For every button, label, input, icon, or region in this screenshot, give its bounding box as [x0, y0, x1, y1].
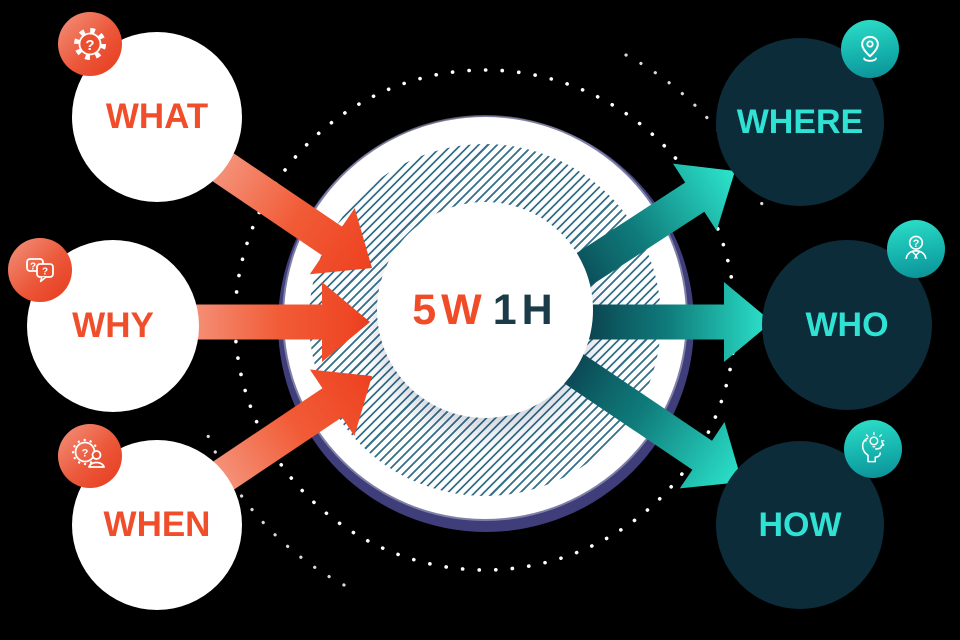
badge-why: ? ? — [8, 238, 72, 302]
head-lightbulb-icon — [861, 431, 885, 463]
svg-text:?: ? — [42, 267, 48, 278]
svg-text:?: ? — [30, 262, 36, 273]
node-when-label: WHEN — [103, 505, 211, 544]
svg-text:?: ? — [85, 37, 94, 54]
node-who-label: WHO — [805, 305, 889, 344]
clock-person-icon: ? — [71, 438, 105, 468]
speech-bubbles-question-icon: ? ? — [26, 258, 54, 283]
svg-text:?: ? — [82, 448, 89, 460]
node-why-label: WHY — [72, 306, 154, 345]
person-question-icon: ? — [905, 235, 927, 260]
hub-label-1h: 1H — [492, 285, 558, 334]
arrow-center-to-where — [545, 163, 735, 303]
node-where: WHERE — [716, 38, 884, 206]
node-where-label: WHERE — [736, 102, 864, 141]
badge-when: ? — [58, 424, 122, 488]
gear-question-icon: ? — [74, 28, 106, 60]
arrow-when-to-center — [195, 369, 372, 503]
badge-how — [844, 420, 902, 478]
arrow-what-to-center — [195, 140, 372, 275]
node-what: WHAT — [72, 32, 242, 202]
arrow-center-to-who — [580, 282, 772, 362]
svg-text:?: ? — [913, 238, 920, 250]
badge-what: ? — [58, 12, 122, 76]
node-how-label: HOW — [758, 505, 842, 544]
node-how: HOW — [716, 441, 884, 609]
badge-who: ? — [887, 220, 945, 278]
location-pin-icon — [861, 35, 879, 62]
node-what-label: WHAT — [105, 97, 209, 136]
hub-label-5w: 5W — [412, 285, 487, 334]
arrow-why-to-center — [170, 282, 370, 362]
arrow-center-to-how — [545, 341, 742, 489]
badge-where — [841, 20, 899, 78]
